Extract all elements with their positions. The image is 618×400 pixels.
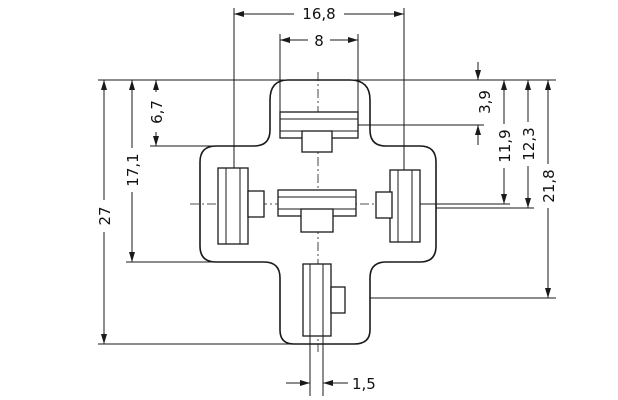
dim-11-9: 11,9 xyxy=(494,80,514,204)
dim-8: 8 xyxy=(279,30,359,112)
dim-label-21-8: 21,8 xyxy=(540,169,558,202)
dim-3-9: 3,9 xyxy=(475,62,494,145)
dim-1-5: 1,5 xyxy=(286,336,376,396)
terminal-center xyxy=(277,189,357,233)
dim-label-3-9: 3,9 xyxy=(476,90,494,114)
terminal-top xyxy=(279,111,359,153)
terminal-right xyxy=(375,169,421,243)
dim-16-8: 16,8 xyxy=(233,3,405,170)
dim-21-8: 21,8 xyxy=(538,80,558,298)
dim-6-7: 6,7 xyxy=(146,80,166,146)
dim-label-12-3: 12,3 xyxy=(520,127,538,160)
dim-label-27: 27 xyxy=(96,206,114,225)
dim-27: 27 xyxy=(94,80,114,344)
dim-17-1: 17,1 xyxy=(122,80,142,262)
dim-label-11-9: 11,9 xyxy=(496,129,514,162)
dim-label-17-1: 17,1 xyxy=(124,153,142,186)
dim-label-1-5: 1,5 xyxy=(352,375,376,393)
dim-label-16-8: 16,8 xyxy=(302,5,335,23)
dim-label-8: 8 xyxy=(314,32,324,50)
dim-12-3: 12,3 xyxy=(518,80,538,208)
dim-label-6-7: 6,7 xyxy=(148,100,166,124)
terminal-bottom xyxy=(302,263,346,337)
terminal-left xyxy=(217,167,265,245)
